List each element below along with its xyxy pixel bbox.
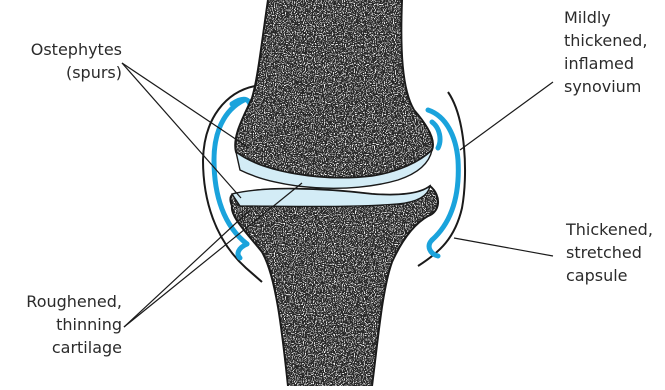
label-synovium-line-1: Mildly [564,6,662,29]
label-osteophytes-line-2: (spurs) [4,61,122,84]
label-cartilage-line-1: Roughened, [2,290,122,313]
label-synovium-line-2: thickened, [564,29,662,52]
label-synovium: Mildly thickened, inflamed synovium [564,6,662,98]
lower-cartilage [232,186,430,207]
lower-bone [200,186,460,386]
label-capsule: Thickened, stretched capsule [566,218,664,287]
label-capsule-line-2: stretched [566,241,664,264]
label-capsule-line-1: Thickened, [566,218,664,241]
label-osteophytes: Ostephytes (spurs) [4,38,122,84]
label-cartilage: Roughened, thinning cartilage [2,290,122,359]
label-cartilage-line-2: thinning [2,313,122,336]
label-synovium-line-3: inflamed [564,52,662,75]
label-capsule-line-3: capsule [566,264,664,287]
label-cartilage-line-3: cartilage [2,336,122,359]
label-osteophytes-line-1: Ostephytes [4,38,122,61]
label-synovium-line-4: synovium [564,75,662,98]
